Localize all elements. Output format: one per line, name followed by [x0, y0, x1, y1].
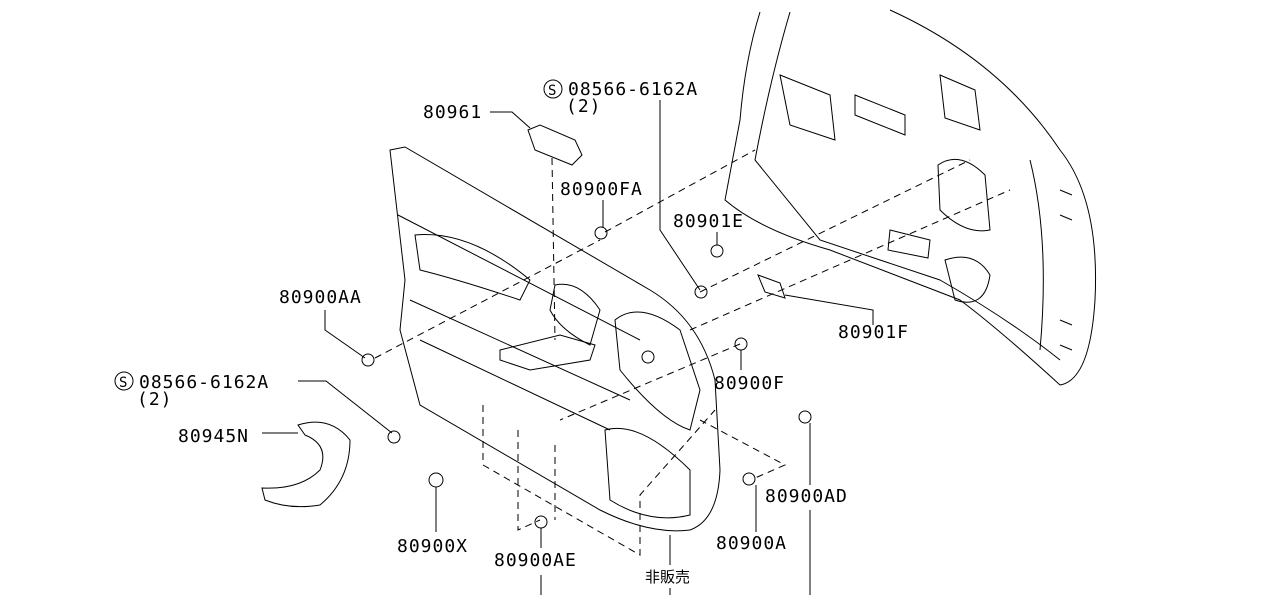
label-80900X: 80900X	[397, 536, 468, 557]
label-screw-top-qty: (2)	[566, 96, 602, 117]
label-80900AA: 80900AA	[279, 287, 362, 308]
leader-lines	[262, 100, 874, 595]
label-80900AD: 80900AD	[765, 486, 848, 507]
label-80900F: 80900F	[714, 373, 785, 394]
label-80900AE: 80900AE	[494, 550, 577, 571]
label-screw-left: 08566-6162A	[139, 372, 269, 393]
label-not-for-sale: 非販売	[645, 568, 690, 586]
screw-symbol-top: S	[548, 83, 557, 99]
clips	[361, 226, 812, 529]
armrest-80945N	[261, 421, 351, 508]
label-screw-left-qty: (2)	[137, 389, 173, 410]
label-80961: 80961	[423, 102, 482, 123]
label-screw-top: 08566-6162A	[568, 79, 698, 100]
door-inner-panel	[724, 9, 1097, 386]
label-80901E: 80901E	[673, 211, 744, 232]
screw-symbol-left: S	[119, 375, 128, 391]
label-80900FA: 80900FA	[560, 179, 643, 200]
door-trim-panel	[389, 146, 721, 532]
switch-bezel-80961	[527, 124, 583, 166]
screw-symbol-icon	[543, 79, 563, 99]
label-80901F: 80901F	[838, 322, 909, 343]
screw-symbol-icon	[114, 371, 134, 391]
label-80945N: 80945N	[178, 426, 249, 447]
guide-lines	[374, 149, 1011, 556]
label-80900A: 80900A	[716, 533, 787, 554]
